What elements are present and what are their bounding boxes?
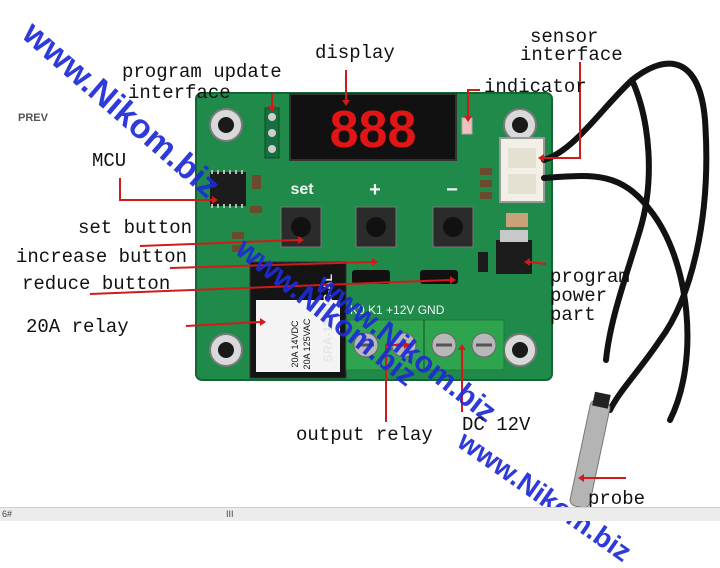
label-dc: DC 12V (462, 414, 531, 436)
label-increase-button: increase button (16, 246, 188, 268)
label-reduce-button: reduce button (22, 273, 171, 295)
terminal-block (345, 319, 505, 371)
terminal-labels: K0 K1 +12V GND (350, 303, 445, 317)
display-digits: 888 (330, 101, 417, 159)
status-bar: 6# III (0, 507, 720, 521)
plus-silkscreen: + (369, 179, 381, 201)
label-probe: probe (588, 488, 646, 510)
sensor-connector (499, 137, 545, 203)
label-set-button: set button (78, 217, 193, 239)
prev-link[interactable]: PREV (18, 112, 48, 124)
status-mid: III (226, 509, 234, 519)
label-program-update-2: interface (128, 82, 231, 104)
label-relay: 20A relay (26, 316, 129, 338)
svg-text:20A 14VDC: 20A 14VDC (290, 320, 300, 368)
program-header (264, 107, 280, 159)
probe (569, 391, 611, 509)
label-sensor: sensor (530, 26, 599, 48)
set-silkscreen: set (290, 181, 314, 198)
sensor-cable (541, 60, 710, 423)
label-program-power: program (550, 266, 630, 288)
power-regulator (478, 230, 532, 274)
board-illustration: 888 set + − (89, 60, 710, 509)
label-sensor-2: interface (520, 44, 623, 66)
tact-buttons (280, 206, 474, 248)
label-mcu: MCU (92, 150, 127, 172)
minus-silkscreen: − (446, 179, 458, 201)
annotation-arrows (89, 62, 626, 479)
smd-components (232, 168, 528, 252)
label-output-relay: output relay (296, 424, 433, 446)
label-program-power-3: part (550, 304, 596, 326)
relay: 20A 14VDC 20A 125VAC SRA-12VDC-AL (249, 261, 347, 379)
label-display: display (315, 42, 395, 64)
arrow-heads (212, 100, 584, 482)
svg-text:SRA-12VDC-AL: SRA-12VDC-AL (321, 274, 335, 362)
label-program-power-2: power (550, 285, 608, 307)
label-indicator: indicator (484, 76, 587, 98)
led-display: 888 (289, 93, 457, 161)
mounting-holes (209, 108, 537, 367)
label-program-update: program update (122, 61, 282, 83)
status-left: 6# (2, 509, 13, 519)
svg-text:20A 125VAC: 20A 125VAC (302, 318, 312, 369)
